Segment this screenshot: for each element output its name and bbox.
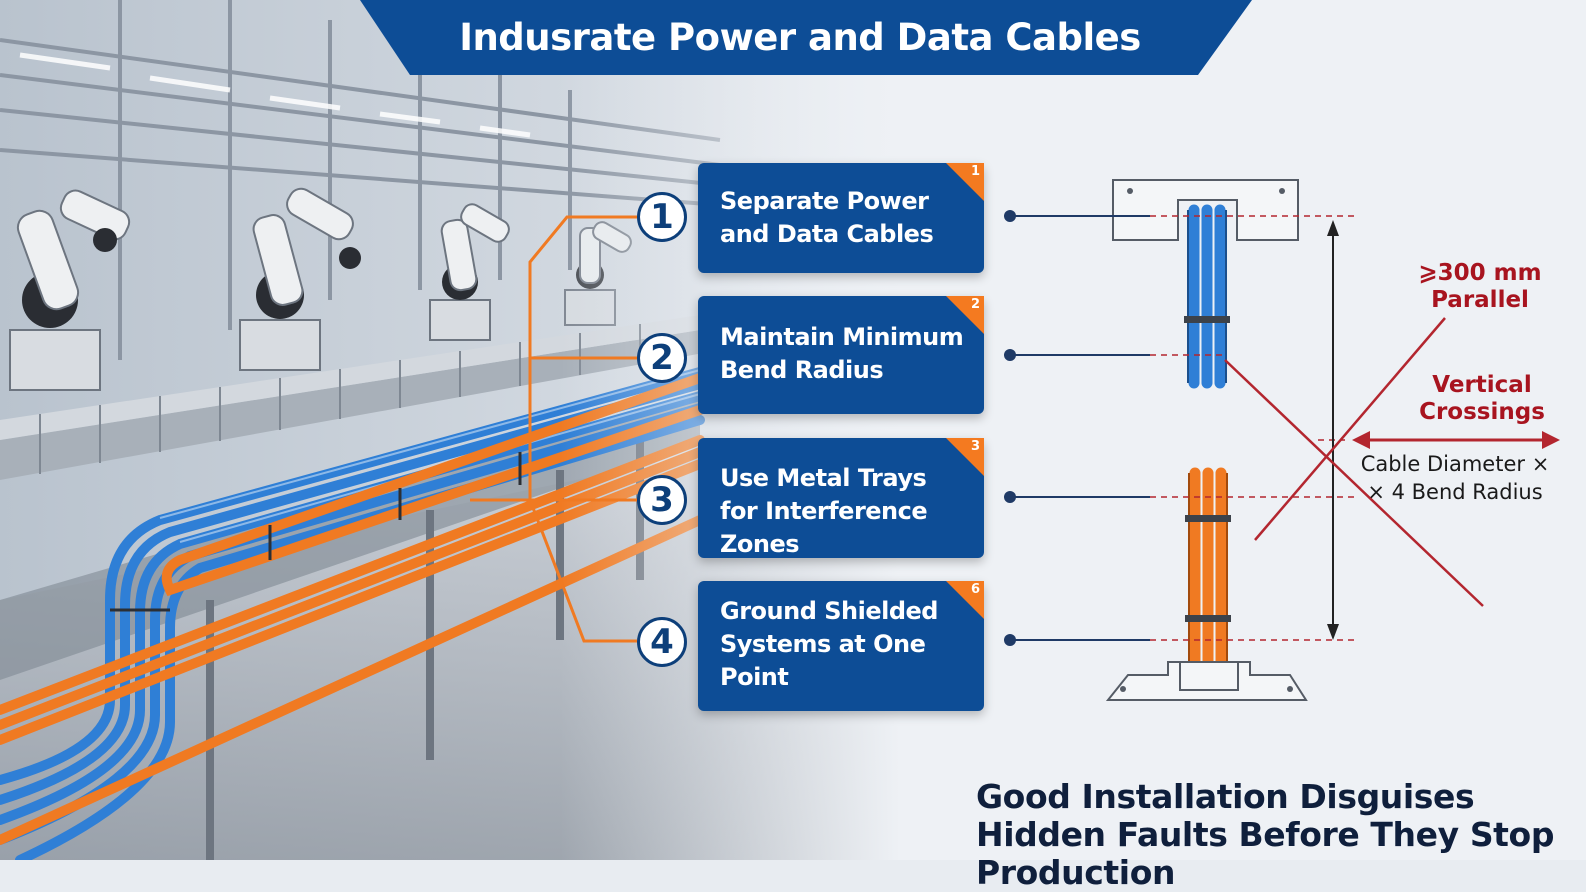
step-tag-number: 6 xyxy=(970,582,980,597)
step-tag-1 xyxy=(946,163,984,201)
factory-background xyxy=(0,0,1586,860)
step-title: Maintain Minimum Bend Radius xyxy=(720,323,964,384)
step-title: Ground Shielded Systems at One Point xyxy=(720,597,938,691)
step-badge-2: 2 xyxy=(637,333,687,383)
robot-arm-1 xyxy=(9,189,131,391)
step-tag-number: 2 xyxy=(970,297,980,312)
step-tag-number: 3 xyxy=(970,439,980,454)
step-tag-4 xyxy=(946,581,984,619)
step-tag-3 xyxy=(946,438,984,476)
conveyor-belt xyxy=(0,315,720,480)
step-tag-number: 1 xyxy=(970,164,980,179)
bend-radius-note: Cable Diameter × × 4 Bend Radius xyxy=(1360,452,1550,504)
callout-leader-lines xyxy=(470,215,637,643)
step-tag-2 xyxy=(946,296,984,334)
step-title: Use Metal Trays for Interference Zones xyxy=(720,464,928,558)
installation-diagram xyxy=(1004,179,1560,701)
page-title: Indusrate Power and Data Cables xyxy=(459,16,1141,59)
vertical-crossings-label: Vertical Crossings xyxy=(1419,372,1545,425)
step-card-1[interactable]: 1 Separate Power and Data Cables xyxy=(698,163,984,273)
step-card-4[interactable]: 6 Ground Shielded Systems at One Point xyxy=(698,581,984,711)
step-badge-3: 3 xyxy=(637,475,687,525)
step-badge-4: 4 xyxy=(637,617,687,667)
step-title: Separate Power and Data Cables xyxy=(720,187,934,248)
footer-tagline: Good Installation Disguises Hidden Fault… xyxy=(976,777,1555,892)
title-banner xyxy=(360,0,1252,75)
robot-arm-2 xyxy=(239,187,361,371)
parallel-spacing-label: ⩾300 mm Parallel xyxy=(1418,260,1542,313)
robot-arm-3 xyxy=(429,203,510,341)
step-badge-1: 1 xyxy=(637,192,687,242)
step-card-3[interactable]: 3 Use Metal Trays for Interference Zones xyxy=(698,438,984,558)
step-card-2[interactable]: 2 Maintain Minimum Bend Radius xyxy=(698,296,984,414)
